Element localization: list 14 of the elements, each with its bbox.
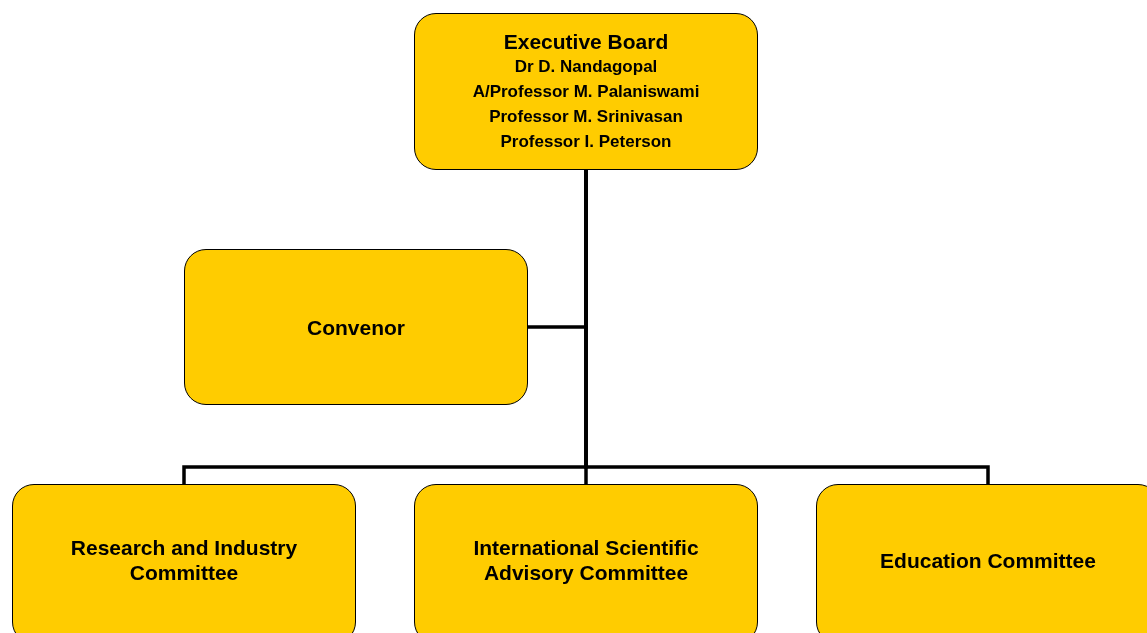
member-name: A/Professor M. Palaniswami [472, 81, 700, 103]
member-name: Dr D. Nandagopal [514, 56, 658, 78]
org-box [414, 13, 758, 170]
box-title: Executive Board [503, 29, 669, 54]
box-title: International Scientific Advisory Committee [472, 535, 700, 585]
member-name: Professor M. Srinivasan [489, 106, 683, 128]
box-title: Convenor [307, 314, 405, 340]
org-box [12, 484, 356, 633]
member-name: Professor I. Peterson [500, 131, 672, 153]
box-title: Education Committee [880, 547, 1096, 573]
org-box [414, 484, 758, 633]
org-box [816, 484, 1147, 633]
box-title: Research and Industry Committee [69, 535, 299, 585]
org-box [184, 249, 528, 405]
